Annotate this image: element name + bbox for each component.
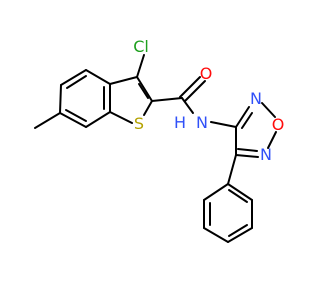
sulfur-label: S	[134, 114, 144, 133]
bond-ph-double-3	[228, 189, 248, 203]
bond-ph-1	[203, 183, 229, 201]
thiophene-ring	[109, 76, 153, 124]
bond-carbonyl-double-a	[179, 76, 201, 98]
bond-benzo-double-1	[66, 75, 87, 89]
bond-oxa-phenyl	[227, 154, 237, 185]
bond-thio-3	[143, 100, 153, 116]
bond-nitrogen-oxadiazole	[210, 121, 237, 128]
amide-nitrogen-label: N	[196, 113, 208, 132]
carbonyl-oxygen-label: O	[200, 64, 213, 83]
bond-thio-2	[136, 76, 153, 102]
bond-oxa-1	[235, 106, 250, 128]
bond-oxa-4-double	[237, 148, 258, 152]
bond-thio-4	[109, 111, 133, 124]
bond-benzo-5	[85, 111, 111, 128]
amide-hydrogen-label: H	[174, 113, 186, 132]
bond-thio-1	[109, 76, 138, 85]
bond-oxa-1-double	[241, 112, 253, 129]
bond-c2-carbonyl	[151, 97, 183, 102]
benzo-ring	[59, 69, 111, 128]
oxadiazole-oxygen-label: O	[272, 115, 285, 134]
bond-oxa-2	[261, 102, 276, 118]
bond-carbonyl-nitrogen	[181, 97, 194, 114]
bond-ph-6	[227, 183, 253, 201]
bond-benzo-2	[60, 69, 87, 86]
bond-oxa-4	[235, 154, 259, 158]
bond-benzo-double-3	[65, 109, 87, 122]
bond-benzo-6	[59, 112, 87, 128]
bond-ph-4	[227, 227, 253, 243]
bond-thio-double	[138, 83, 149, 99]
bond-ph-3	[203, 227, 229, 243]
bond-ph-double-2	[228, 224, 248, 237]
bond-carbonyl-double-b	[184, 80, 206, 102]
bond-benzo-1	[59, 84, 62, 114]
phenyl-ring	[203, 183, 253, 243]
molecule-structure: Cl O S N H N O N	[34, 37, 285, 243]
oxadiazole-nitrogen-bottom-label: N	[260, 145, 272, 164]
chlorine-label: Cl	[133, 37, 149, 56]
bond-oxa-3	[267, 131, 277, 149]
molecule-canvas: Cl O S N H N O N	[34, 37, 285, 243]
oxadiazole-nitrogen-top-label: N	[250, 89, 262, 108]
bond-methyl	[34, 112, 61, 129]
bond-chlorine	[136, 54, 145, 78]
oxadiazole-ring	[235, 102, 277, 158]
bond-benzo-3	[85, 69, 111, 85]
